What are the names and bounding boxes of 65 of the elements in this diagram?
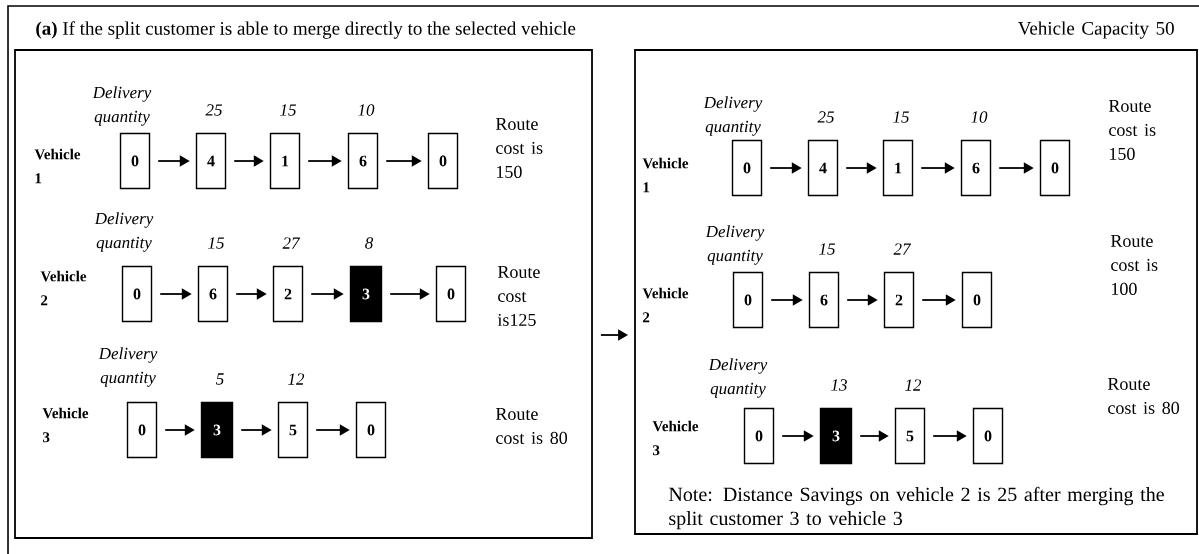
vehicle-label: Vehicle 3 <box>42 407 89 443</box>
stop-box: 6 <box>347 132 379 190</box>
stop-box: 3 <box>819 407 853 465</box>
stop-box: 3 <box>349 265 383 323</box>
capacity-label: Vehicle Capacity 50 <box>1018 21 1174 39</box>
quantity-label: 10 <box>971 111 988 123</box>
route-cost-label: Route cost is 150 <box>1108 100 1156 160</box>
row-label: Delivery quantity <box>705 225 765 265</box>
quantity-label: 5 <box>216 373 224 385</box>
stop-box: 0 <box>1039 139 1071 197</box>
route-cost-label: Route cost is 80 <box>495 408 568 444</box>
stop-box: 0 <box>961 271 993 329</box>
row-label: Delivery quantity <box>92 86 152 126</box>
row-label: Delivery quantity <box>703 96 763 136</box>
row-label: Delivery quantity <box>98 347 158 387</box>
quantity-label: 8 <box>365 237 374 249</box>
quantity-label: 12 <box>288 373 305 385</box>
route-cost-label: Route cost is 80 <box>1107 378 1180 414</box>
quantity-label: 25 <box>205 104 222 116</box>
stop-box: 6 <box>197 265 229 323</box>
title: (a) If the split customer is able to merge directly to the selected vehicle <box>36 21 576 39</box>
quantity-label: 15 <box>208 237 224 249</box>
quantity-label: 15 <box>280 104 296 116</box>
panel-box <box>14 49 593 539</box>
quantity-label: 15 <box>819 243 835 255</box>
quantity-label: 27 <box>282 237 301 249</box>
stop-box: 5 <box>277 401 309 459</box>
stop-box: 0 <box>121 265 153 323</box>
stop-box: 0 <box>972 407 1004 465</box>
stop-box: 0 <box>435 265 467 323</box>
route-cost-label: Route cost is125 <box>497 266 540 326</box>
stop-box: 5 <box>894 407 926 465</box>
route-cost-label: Route cost is 100 <box>1110 235 1158 295</box>
stop-box: 4 <box>807 139 839 197</box>
stop-box: 0 <box>355 401 387 459</box>
route-cost-label: Route cost is 150 <box>495 118 543 178</box>
quantity-label: 10 <box>358 104 375 116</box>
stop-box: 0 <box>427 132 459 190</box>
stop-box: 3 <box>200 401 234 459</box>
row-label: Delivery quantity <box>708 358 768 398</box>
quantity-label: 12 <box>905 379 922 391</box>
stop-box: 0 <box>119 132 151 190</box>
quantity-label: 25 <box>817 111 834 123</box>
quantity-label: 15 <box>893 111 909 123</box>
vehicle-label: Vehicle 1 <box>642 157 689 193</box>
stop-box: 1 <box>882 139 914 197</box>
panel-box <box>634 49 1198 535</box>
quantity-label: 13 <box>831 379 847 391</box>
stop-box: 0 <box>732 271 764 329</box>
stop-box: 6 <box>960 139 992 197</box>
stop-box: 0 <box>126 401 158 459</box>
note-text: Note: Distance Savings on vehicle 2 is 25 after merging the split customer 3 to vehicle 3 <box>668 486 1164 530</box>
row-label: Delivery quantity <box>94 212 154 252</box>
stop-box: 0 <box>743 407 775 465</box>
vehicle-label: Vehicle 3 <box>652 420 699 456</box>
stop-box: 1 <box>269 132 301 190</box>
stop-box: 6 <box>808 271 840 329</box>
stop-box: 4 <box>195 132 227 190</box>
stop-box: 2 <box>272 265 304 323</box>
vehicle-label: Vehicle 2 <box>40 270 87 306</box>
vehicle-label: Vehicle 2 <box>642 287 689 323</box>
stop-box: 2 <box>883 271 915 329</box>
vehicle-label: Vehicle 1 <box>34 148 81 184</box>
stop-box: 0 <box>731 139 763 197</box>
quantity-label: 27 <box>893 243 912 255</box>
